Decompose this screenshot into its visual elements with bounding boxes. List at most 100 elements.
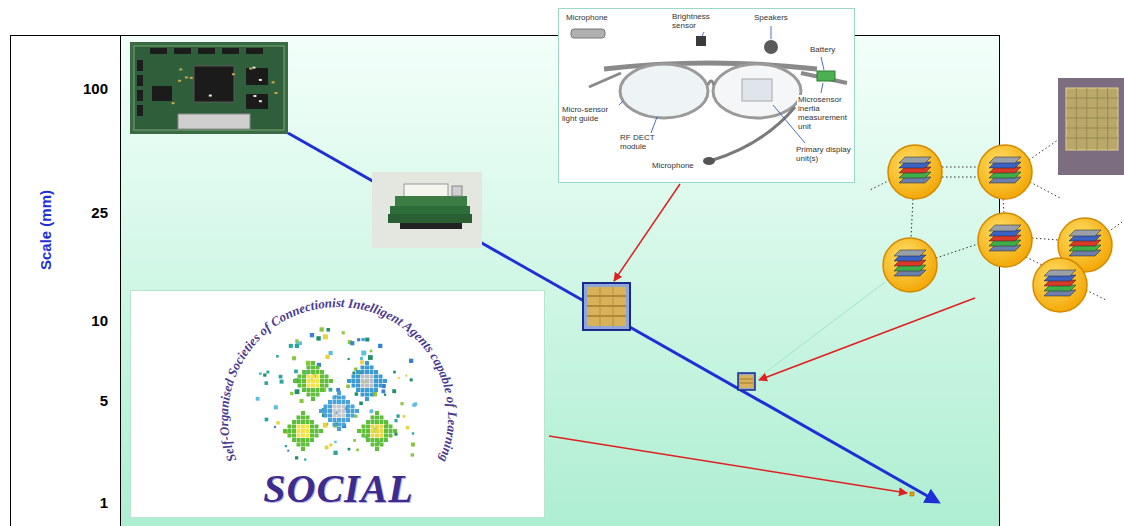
circuit-board-photo <box>246 94 268 109</box>
logo-artwork <box>342 418 346 422</box>
logo-artwork <box>320 327 324 331</box>
logo-artwork <box>301 438 305 442</box>
logo-artwork <box>375 420 379 424</box>
logo-artwork <box>361 366 365 370</box>
logo-artwork <box>302 375 306 379</box>
logo-artwork <box>307 384 311 388</box>
hint-line <box>758 282 885 378</box>
glasses-drawing <box>696 36 706 46</box>
logo-artwork <box>366 420 370 424</box>
logo-artwork <box>342 423 346 427</box>
glasses-drawing <box>821 57 824 70</box>
logo-artwork <box>356 449 359 452</box>
glasses-drawing <box>764 40 778 54</box>
circuit-board-photo <box>198 48 215 54</box>
logo-artwork <box>307 393 311 397</box>
network-link <box>1108 222 1122 232</box>
network-node <box>989 225 1021 231</box>
logo-artwork <box>353 439 356 442</box>
logo-artwork <box>365 379 369 383</box>
logo-artwork <box>283 429 287 433</box>
logo-artwork <box>384 420 388 424</box>
logo-artwork <box>306 438 310 442</box>
logo-artwork <box>351 409 355 413</box>
part-label: Microsensor inertia measurement unit <box>797 95 854 131</box>
logo-artwork <box>342 400 346 404</box>
network-link <box>911 199 913 238</box>
logo-artwork <box>306 434 310 438</box>
glasses-drawing <box>620 64 708 118</box>
network-node <box>1044 270 1076 276</box>
glasses-drawing <box>817 71 835 81</box>
logo-artwork <box>311 361 315 365</box>
logo-artwork <box>324 405 328 409</box>
logo-artwork <box>315 425 319 429</box>
logo-artwork <box>301 429 305 433</box>
circuit-board-photo <box>172 102 175 104</box>
logo-artwork <box>328 409 332 413</box>
logo-artwork <box>301 443 305 447</box>
logo-artwork <box>371 438 375 442</box>
circuit-board-photo <box>137 75 143 86</box>
logo-artwork <box>301 420 305 424</box>
logo-artwork <box>316 370 320 374</box>
logo-artwork <box>365 384 369 388</box>
plot-ground <box>11 36 1000 526</box>
logo-artwork <box>370 388 374 392</box>
logo-title: SOCIAL <box>131 467 546 511</box>
logo-artwork <box>333 418 337 422</box>
network-node <box>899 157 931 163</box>
logo-artwork <box>379 384 383 388</box>
logo-artwork <box>333 451 337 455</box>
logo-artwork <box>256 397 260 401</box>
logo-artwork <box>351 405 355 409</box>
cube-device <box>910 492 914 496</box>
logo-artwork <box>374 370 378 374</box>
logo-artwork <box>366 425 370 429</box>
logo-artwork <box>295 456 298 459</box>
logo-artwork <box>410 378 413 381</box>
chip-photo <box>1097 88 1098 150</box>
logo-artwork <box>380 425 384 429</box>
logo-artwork <box>381 389 385 393</box>
logo-artwork <box>302 384 306 388</box>
logo-artwork <box>329 388 333 392</box>
logo-artwork <box>365 361 369 365</box>
logo-artwork <box>325 446 329 450</box>
chip-photo <box>1066 138 1118 139</box>
logo-artwork <box>375 425 379 429</box>
logo-artwork <box>398 377 400 379</box>
logo-artwork <box>346 405 350 409</box>
logo-artwork <box>342 414 346 418</box>
glasses-drawing <box>702 32 704 36</box>
logo-artwork <box>365 388 369 392</box>
logo-artwork <box>378 344 382 348</box>
logo-artwork <box>302 379 306 383</box>
logo-artwork <box>301 416 305 420</box>
logo-artwork <box>346 414 350 418</box>
network-link <box>1030 182 1060 198</box>
module-stack-photo <box>404 184 448 197</box>
logo-artwork <box>301 447 305 451</box>
logo-artwork <box>337 409 341 413</box>
glasses-drawing <box>703 157 715 165</box>
logo-artwork <box>371 425 375 429</box>
logo-artwork <box>311 397 315 401</box>
logo-motto: Self-Organised Societies of Connectionis… <box>216 295 460 465</box>
logo-artwork <box>316 388 320 392</box>
logo-artwork <box>384 438 388 442</box>
part-label: Primary display unit(s) <box>795 145 854 163</box>
logo-artwork <box>323 334 328 339</box>
logo-artwork <box>310 420 314 424</box>
circuit-board-photo <box>130 42 288 134</box>
glasses-drawing <box>821 83 823 93</box>
network-node <box>989 157 1021 163</box>
logo-artwork <box>310 429 314 433</box>
tick-value: 1 <box>100 494 108 511</box>
chip-photo <box>1058 78 1124 175</box>
cube-device <box>583 283 630 330</box>
logo-artwork <box>304 458 306 460</box>
logo-artwork <box>359 402 363 406</box>
network-link <box>942 177 978 178</box>
logo-artwork <box>337 423 341 427</box>
